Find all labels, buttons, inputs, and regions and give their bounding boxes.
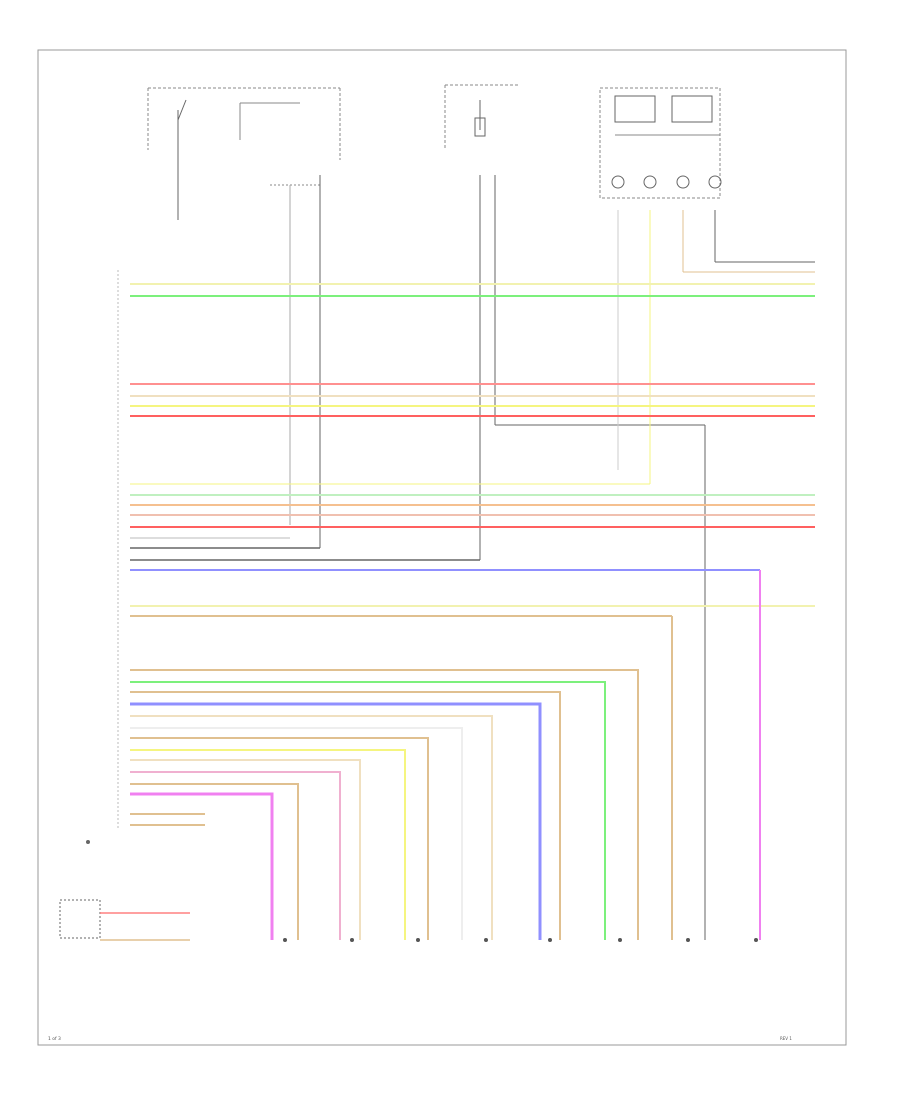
horizontal-wires: [130, 283, 815, 617]
power-distribution-area: [147, 84, 706, 940]
connector-row: [283, 938, 758, 942]
revision-label: REV 1: [780, 1036, 792, 1041]
diagram-border: [37, 49, 847, 1046]
page-label: 1 of 3: [48, 1036, 61, 1042]
sub-module: [59, 840, 190, 941]
lower-wires: [130, 669, 639, 940]
magenta-riser: [671, 570, 761, 940]
relay-block: [130, 87, 815, 485]
